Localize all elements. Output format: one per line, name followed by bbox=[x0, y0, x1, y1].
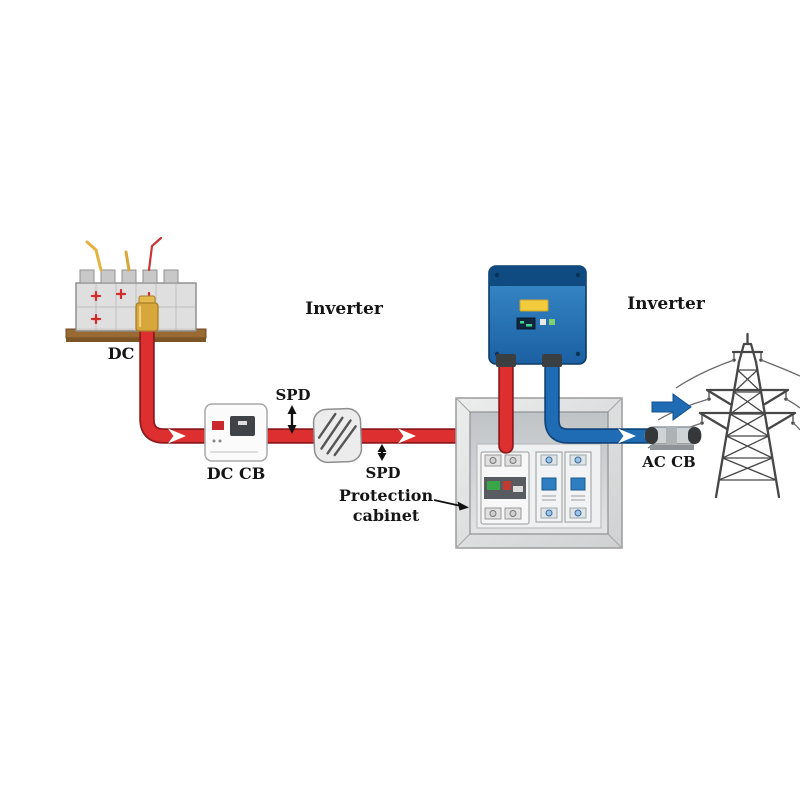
spd-device-icon bbox=[312, 407, 363, 464]
cabinet-spd-modules-icon bbox=[535, 451, 592, 523]
inverter-left-label: Inverter bbox=[305, 299, 383, 319]
breaker-switch bbox=[230, 416, 255, 436]
cabinet-breaker-icon bbox=[480, 451, 530, 525]
inverter-right-label: Inverter bbox=[627, 294, 705, 314]
flow-arrow-blue-icon bbox=[651, 393, 692, 421]
battery-terminal-clamp-icon bbox=[135, 295, 159, 332]
battery-top-wires bbox=[85, 236, 163, 272]
protection-cabinet-label: Protection cabinet bbox=[339, 486, 433, 526]
inverter-dc-connector bbox=[496, 354, 516, 367]
flow-arrow-right-icon bbox=[618, 428, 636, 444]
protection-cabinet-label-line1: Protection bbox=[338, 486, 434, 505]
power-lines bbox=[647, 359, 800, 449]
inverter-icon bbox=[488, 265, 587, 367]
dc-cable bbox=[139, 314, 474, 444]
ac-cb-label: AC CB bbox=[642, 453, 696, 471]
flow-arrow-right-icon bbox=[398, 428, 416, 444]
spd-bottom-label: SPD bbox=[365, 464, 401, 482]
breaker-indicator bbox=[212, 421, 224, 430]
protection-cabinet-icon bbox=[455, 397, 623, 549]
dc-label: DC bbox=[107, 344, 135, 363]
protection-cabinet-label-line2: cabinet bbox=[352, 506, 420, 525]
spd-arrow-bottom-icon bbox=[377, 444, 387, 461]
battery-cell-caps bbox=[79, 269, 179, 284]
inverter-cables bbox=[498, 360, 658, 454]
spd-top-label: SPD bbox=[275, 386, 311, 404]
label-pointer-arrow-icon bbox=[433, 499, 469, 511]
flow-arrow-right-icon bbox=[168, 428, 186, 444]
dc-circuit-breaker-icon bbox=[204, 403, 268, 462]
inverter-display bbox=[516, 317, 536, 330]
transmission-tower-icon bbox=[698, 332, 797, 499]
ac-circuit-breaker-icon bbox=[644, 426, 702, 450]
dc-cb-label: DC CB bbox=[206, 464, 266, 483]
inverter-ac-connector bbox=[542, 354, 562, 367]
inverter-label-sticker bbox=[519, 299, 549, 312]
spd-arrow-top-icon bbox=[287, 405, 297, 434]
